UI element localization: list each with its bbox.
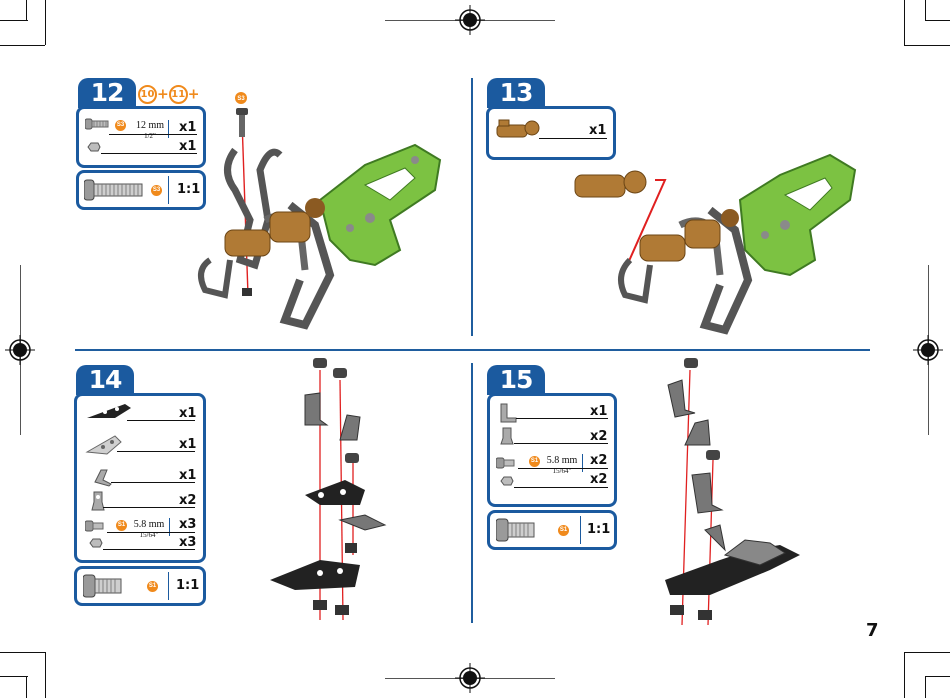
qty-small-bracket: x2 bbox=[590, 429, 607, 444]
part-badge: S1 bbox=[116, 520, 127, 531]
scale-box: S3 1:1 bbox=[76, 170, 206, 210]
registration-mark-bottom bbox=[455, 663, 485, 693]
small-bracket-icon bbox=[500, 426, 514, 446]
svg-text:S3: S3 bbox=[237, 96, 245, 102]
qty-screw: x2 bbox=[590, 453, 607, 468]
qty-angle-bracket: x1 bbox=[590, 404, 607, 419]
screw-icon bbox=[85, 117, 109, 131]
step-14-assembly-illustration bbox=[265, 355, 415, 625]
step-15-assembly-illustration bbox=[640, 355, 815, 625]
screw-icon bbox=[496, 456, 516, 470]
angle-bracket-icon bbox=[498, 402, 518, 424]
vertical-divider-bottom bbox=[471, 363, 473, 623]
part-badge: S3 bbox=[115, 120, 126, 131]
vertical-divider-top bbox=[471, 78, 473, 336]
step-number: 12 bbox=[78, 78, 136, 108]
horizontal-divider bbox=[75, 349, 870, 351]
small-bracket-icon bbox=[91, 490, 105, 512]
scale-box: S1 1:1 bbox=[74, 566, 206, 606]
prev-step-10: 10 bbox=[138, 85, 157, 104]
screw-actual-size-icon bbox=[496, 518, 536, 542]
qty-nut: x2 bbox=[590, 472, 607, 487]
nut-icon bbox=[89, 538, 103, 548]
scale-badge: S1 bbox=[558, 525, 569, 536]
scale-label: 1:1 bbox=[587, 522, 610, 537]
scale-badge: S1 bbox=[147, 581, 158, 592]
screw-icon bbox=[85, 519, 105, 533]
prev-step-11: 11 bbox=[169, 85, 188, 104]
registration-mark-right bbox=[913, 335, 943, 365]
angle-bracket-icon bbox=[91, 466, 113, 488]
step-13-assembly-illustration bbox=[570, 130, 880, 340]
step-12-assembly-illustration: S3 bbox=[190, 90, 460, 340]
scale-box: S1 1:1 bbox=[487, 510, 617, 550]
scale-badge: S3 bbox=[151, 185, 162, 196]
nut-icon bbox=[500, 476, 514, 486]
joint-connector-icon bbox=[495, 117, 541, 141]
qty-black-plate: x1 bbox=[179, 406, 196, 421]
step-number: 13 bbox=[487, 78, 545, 108]
screw-actual-size-icon bbox=[83, 574, 123, 598]
part-badge: S1 bbox=[529, 456, 540, 467]
qty-silver-plate: x1 bbox=[179, 437, 196, 452]
nut-icon bbox=[87, 142, 101, 152]
registration-mark-left bbox=[5, 335, 35, 365]
black-plate-icon bbox=[85, 402, 133, 420]
page-number: 7 bbox=[866, 620, 879, 641]
qty-small-bracket: x2 bbox=[179, 493, 196, 508]
qty-screw: x3 bbox=[179, 517, 196, 532]
step-number: 14 bbox=[76, 365, 134, 395]
registration-mark-top bbox=[455, 5, 485, 35]
step-number: 15 bbox=[487, 365, 545, 395]
qty-angle-bracket: x1 bbox=[179, 468, 196, 483]
screw-actual-size-icon bbox=[84, 179, 144, 201]
scale-label: 1:1 bbox=[176, 578, 199, 593]
silver-plate-icon bbox=[85, 434, 123, 456]
qty-nut: x3 bbox=[179, 535, 196, 550]
